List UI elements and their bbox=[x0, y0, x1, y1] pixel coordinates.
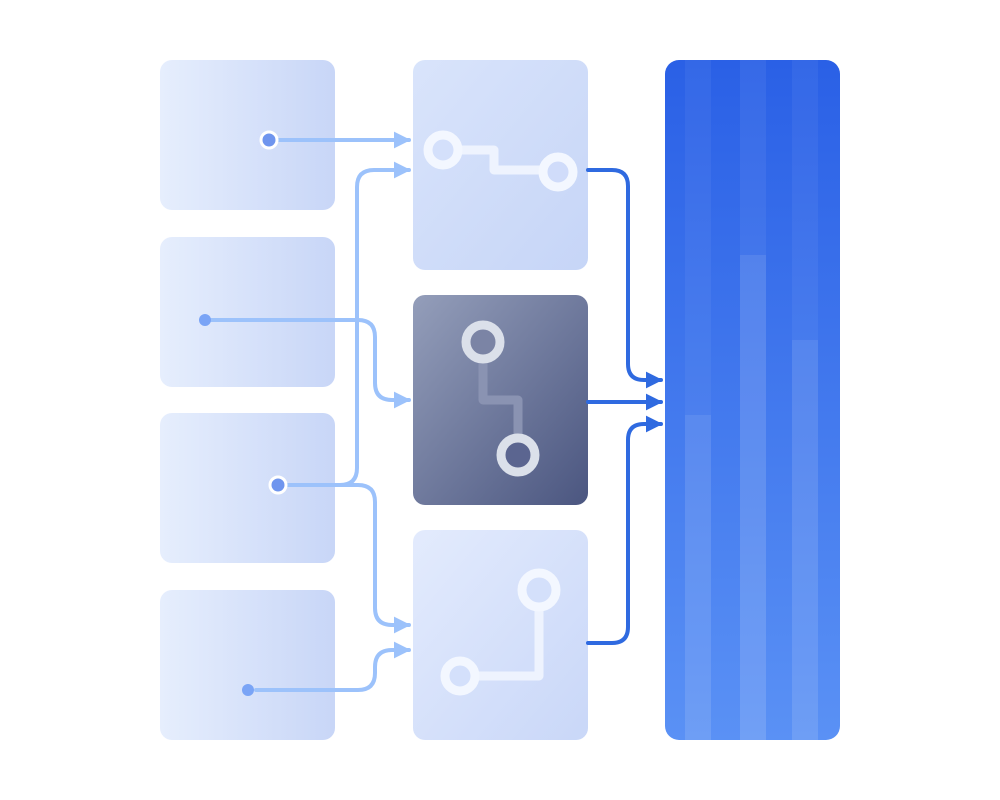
link-source-2-to-middle bbox=[208, 318, 411, 409]
output-store-stripe bbox=[685, 60, 711, 740]
input-links bbox=[163, 131, 411, 692]
source-card-1 bbox=[160, 60, 335, 210]
output-store-stripe bbox=[740, 60, 766, 740]
source-4-marker-icon bbox=[242, 684, 254, 696]
output-store-bar bbox=[740, 255, 766, 740]
source-card-4 bbox=[160, 590, 335, 740]
output-store-bar bbox=[792, 340, 818, 740]
source-card-2 bbox=[160, 237, 335, 387]
link-top-to-output bbox=[586, 168, 663, 389]
link-source-3-to-bottom bbox=[338, 483, 411, 634]
output-store-bar bbox=[685, 415, 711, 740]
output-links bbox=[586, 168, 663, 645]
source-card-3 bbox=[160, 413, 335, 563]
processor-card-bottom bbox=[413, 530, 588, 740]
processor-card-top bbox=[413, 60, 588, 270]
link-bottom-to-output bbox=[586, 415, 663, 645]
source-2-marker-icon bbox=[199, 314, 211, 326]
link-source-4-to-bottom bbox=[254, 641, 411, 692]
branch-horizontal-icon bbox=[423, 130, 578, 192]
branch-corner-icon bbox=[440, 568, 561, 696]
source-cards bbox=[160, 60, 335, 740]
source-3-marker-icon bbox=[268, 475, 288, 495]
output-store-stripe bbox=[792, 60, 818, 740]
source-1-marker-icon bbox=[259, 130, 279, 150]
output-store bbox=[665, 60, 840, 740]
branch-vertical-icon bbox=[461, 320, 540, 477]
